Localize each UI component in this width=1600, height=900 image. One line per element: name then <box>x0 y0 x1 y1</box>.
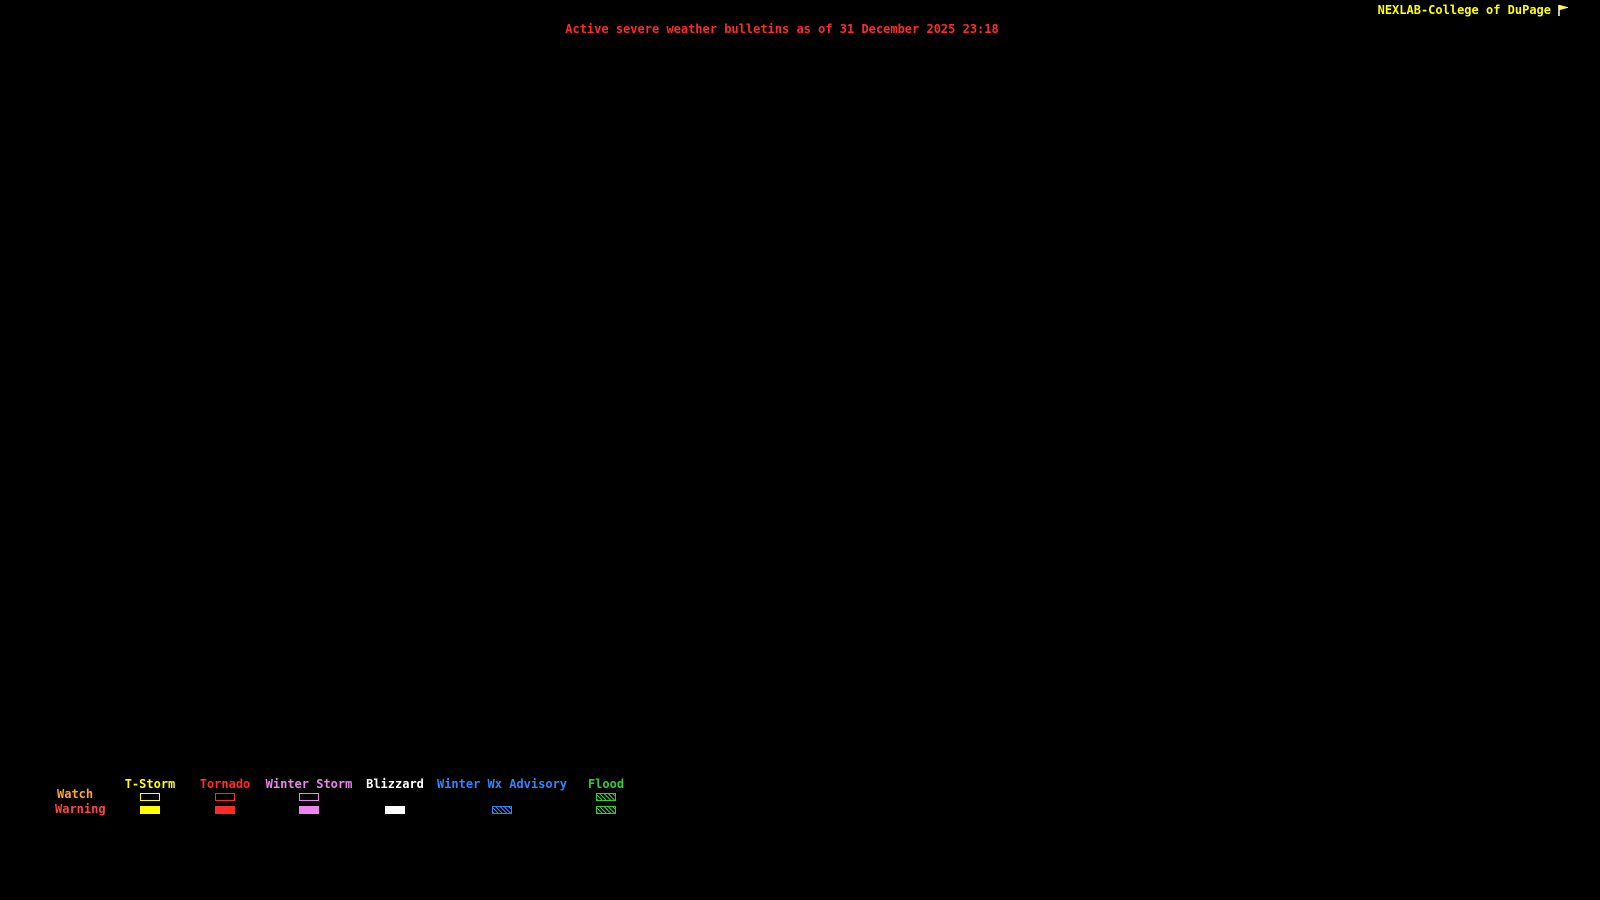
winter-storm-warning-swatch <box>299 806 319 814</box>
legend-column-winter-wx-advisory: Winter Wx Advisory <box>427 777 577 814</box>
legend-column-header: Blizzard <box>366 777 424 791</box>
legend-column-flood: Flood <box>576 777 636 814</box>
legend-row-label-warning: Warning <box>55 802 106 816</box>
flood-watch-swatch <box>596 793 616 801</box>
legend-column-tornado: Tornado <box>185 777 265 814</box>
legend-column-header: T-Storm <box>124 777 176 791</box>
legend-column-header: Tornado <box>199 777 251 791</box>
tstorm-warning-swatch <box>140 806 160 814</box>
tornado-warning-swatch <box>215 806 235 814</box>
legend-column-header: Winter Storm <box>265 777 353 791</box>
brand-logo-icon <box>1558 4 1569 16</box>
legend-column-tstorm: T-Storm <box>110 777 190 814</box>
winter-storm-watch-swatch <box>299 793 319 801</box>
tstorm-watch-swatch <box>140 793 160 801</box>
legend-column-header: Flood <box>587 777 625 791</box>
brand: NEXLAB-College of DuPage <box>1378 3 1570 17</box>
legend-column-header: Winter Wx Advisory <box>436 777 568 791</box>
legend: Watch Warning T-Storm Tornado Winter Sto… <box>0 776 720 826</box>
legend-column-blizzard: Blizzard <box>355 777 435 814</box>
brand-text: NEXLAB-College of DuPage <box>1377 3 1551 17</box>
flood-warning-swatch <box>596 806 616 814</box>
bulletin-title: Active severe weather bulletins as of 31… <box>565 22 999 36</box>
legend-row-label-watch: Watch <box>57 787 94 801</box>
blizzard-warning-swatch <box>385 806 405 814</box>
tornado-watch-swatch <box>215 793 235 801</box>
legend-column-winter-storm: Winter Storm <box>254 777 364 814</box>
winter-wx-advisory-warning-swatch <box>492 806 512 814</box>
